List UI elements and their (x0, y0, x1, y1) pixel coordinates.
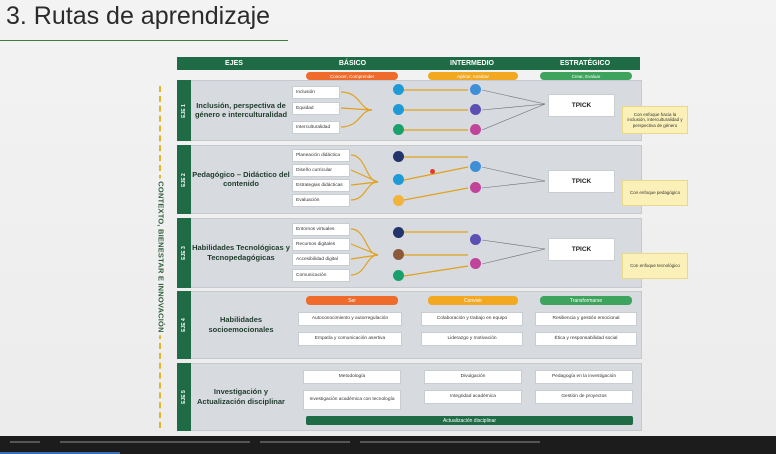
header-intermedio: INTERMEDIO (414, 57, 530, 70)
item-diseno: Diseño curricular (292, 164, 350, 177)
node-r3-b1 (393, 227, 404, 238)
control-segment-1[interactable] (10, 441, 40, 443)
node-r2-i1 (470, 161, 481, 172)
node-r1-b2 (393, 104, 404, 115)
pill-basico: Conocer, Comprender (306, 72, 398, 80)
item-divulgacion: Divulgación (424, 370, 522, 384)
item-evaluacion: Evaluación (292, 194, 350, 207)
node-r3-b2 (393, 249, 404, 260)
item-gestion-proyectos: Gestión de proyectos (535, 390, 633, 404)
item-entornos: Entornos virtuales (292, 223, 350, 236)
tag-eje-4: EJE 4 (177, 291, 191, 359)
item-recursos: Recursos digitales (292, 238, 350, 251)
item-colaboracion: Colaboración y trabajo en equipo (421, 312, 523, 326)
control-segment-4[interactable] (360, 441, 540, 443)
item-liderazgo: Liderazgo y motivación (421, 332, 523, 346)
tag-eje-1: EJE 1 (177, 80, 191, 141)
control-segment-3[interactable] (260, 441, 350, 443)
item-equidad: Equidad (292, 102, 340, 115)
node-r3-i1 (470, 234, 481, 245)
row-label-eje-2: Pedagógico – Didáctico del contenido (192, 169, 290, 188)
flow-connectors (340, 89, 546, 277)
tpick-eje-2: TPICK (548, 170, 615, 193)
node-r3-b3 (393, 270, 404, 281)
node-r1-i3 (470, 124, 481, 135)
pill-convivir: Convivir (428, 296, 518, 305)
header-estrategico: ESTRATÉGICO (530, 57, 640, 70)
note-eje-3: Con enfoque tecnológico (622, 253, 688, 279)
item-resiliencia: Resiliencia y gestión emocional (535, 312, 637, 326)
node-r1-i2 (470, 104, 481, 115)
item-integridad: Integridad académica (424, 390, 522, 404)
node-r3-i2 (470, 258, 481, 269)
tpick-eje-1: TPICK (548, 94, 615, 117)
tpick-eje-3: TPICK (548, 238, 615, 261)
pill-ser: Ser (306, 296, 398, 305)
node-r1-b1 (393, 84, 404, 95)
item-pedagogia-investigacion: Pedagogía en la investigación (535, 370, 633, 384)
footer-actualizacion: Actualización disciplinar (306, 416, 633, 425)
node-r2-dot (430, 169, 435, 174)
item-autoconocimiento: Autoconocimiento y autorregulación (298, 312, 402, 326)
slide-title: 3. Rutas de aprendizaje (6, 2, 271, 30)
item-comunicacion: Comunicación (292, 269, 350, 282)
header-basico: BÁSICO (291, 57, 414, 70)
title-underline (0, 40, 288, 41)
item-estrategias: Estrategias didácticas (292, 179, 350, 192)
item-planeacion: Planeación didáctica (292, 149, 350, 162)
tag-eje-2: EJE 2 (177, 145, 191, 214)
item-accesibilidad: Accesibilidad digital (292, 253, 350, 266)
row-label-eje-4: Habilidades socioemocionales (208, 315, 274, 334)
presentation-slide: 3. Rutas de aprendizaje CONTEXTO, BIENES… (0, 0, 776, 436)
control-segment-2[interactable] (60, 441, 250, 443)
progress-indicator[interactable] (0, 452, 120, 454)
item-metodologia: Metodología (303, 370, 401, 384)
tag-eje-5: EJE 5 (177, 363, 191, 431)
node-r2-i2 (470, 182, 481, 193)
row-label-eje-3: Habilidades Tecnológicas y Tecnopedagógi… (192, 243, 290, 262)
node-r1-i1 (470, 84, 481, 95)
item-empatia: Empatía y comunicación asertiva (298, 332, 402, 346)
node-r1-b3 (393, 124, 404, 135)
tag-eje-3: EJE 3 (177, 218, 191, 288)
node-r2-b1 (393, 151, 404, 162)
node-r2-b2 (393, 174, 404, 185)
pill-intermedio: Aplicar, Analizar (428, 72, 518, 80)
pill-transformarse: Transformarse (540, 296, 632, 305)
item-interculturalidad: Interculturalidad (292, 121, 340, 134)
item-investigacion-academica: Investigación académica con tecnología (303, 390, 401, 410)
note-eje-2: Con enfoque pedagógico (622, 180, 688, 206)
note-eje-1: Con enfoque hacia la inclusión, intercul… (622, 106, 688, 134)
header-ejes: EJES (177, 57, 291, 70)
row-label-eje-5: Investigación y Actualización disciplina… (197, 387, 285, 406)
item-etica: Ética y responsabilidad social (535, 332, 637, 346)
row-label-eje-1: Inclusión, perspectiva de género e inter… (194, 100, 288, 119)
node-r2-b3 (393, 195, 404, 206)
pill-estrategico: Crear, Evaluar (540, 72, 632, 80)
item-inclusion: Inclusión (292, 86, 340, 99)
player-controls-bar[interactable] (0, 436, 776, 454)
